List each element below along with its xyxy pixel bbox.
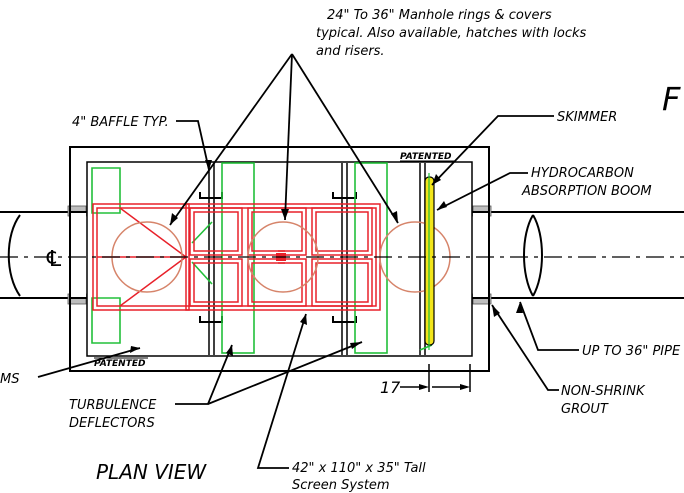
pipe-label: UP TO 36" PIPE <box>582 344 681 359</box>
dimension-value: 17 <box>380 378 401 397</box>
screen-system-line2: Screen System <box>292 478 390 493</box>
turbulence-label-line1: TURBULENCE <box>69 398 157 413</box>
manhole-note-line1: 24" To 36" Manhole rings & covers <box>327 8 552 23</box>
hydrocarbon-label-line2: ABSORPTION BOOM <box>521 184 652 199</box>
grout-label-line2: GROUT <box>561 402 609 417</box>
vault-outer-wall <box>69 146 490 372</box>
patented-top: PATENTED <box>400 152 452 162</box>
patented-bottom: PATENTED <box>94 359 146 369</box>
inlet-pipe <box>0 211 70 299</box>
grout-label-line1: NON-SHRINK <box>561 384 646 399</box>
turbulence-deflectors <box>91 162 433 354</box>
dimension-17 <box>400 364 471 392</box>
plan-view-title: PLAN VIEW <box>96 460 207 484</box>
left-partial-label: MS <box>0 372 19 387</box>
turbulence-label-line2: DEFLECTORS <box>69 416 155 431</box>
hydrocarbon-label-line1: HYDROCARBON <box>531 166 634 181</box>
outlet-pipe <box>472 211 684 299</box>
centerline-symbol: ℄ <box>46 247 62 272</box>
manhole-note-line3: and risers. <box>316 44 385 59</box>
manhole-note-line2: typical. Also available, hatches with lo… <box>316 26 586 41</box>
screen-system-line1: 42" x 110" x 35" Tall <box>292 461 426 476</box>
baffle-label: 4" BAFFLE TYP. <box>72 115 169 130</box>
leader-lines <box>37 53 579 469</box>
skimmer-label: SKIMMER <box>557 110 617 125</box>
title-partial: F <box>662 80 681 118</box>
vault-inner-wall <box>86 161 473 357</box>
arrowheads <box>130 160 523 356</box>
